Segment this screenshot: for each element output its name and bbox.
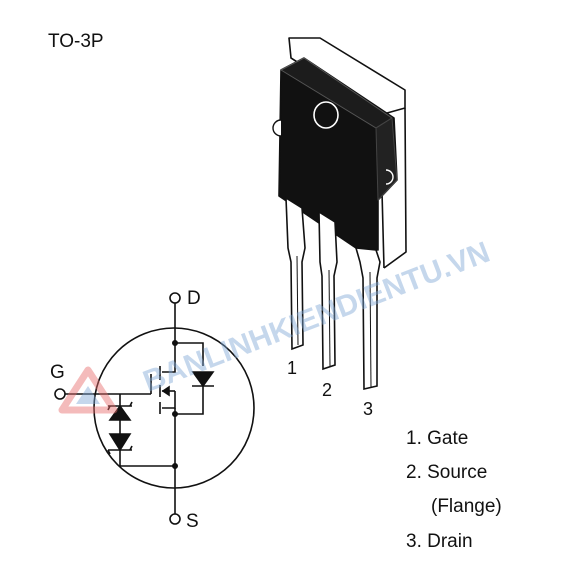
- drain-label: D: [187, 288, 201, 309]
- lead-1: [285, 196, 306, 351]
- legend-gate: 1. Gate: [406, 428, 468, 449]
- watermark-text: BANLINHKIENDIENTU.VN: [139, 236, 495, 399]
- watermark-logo-icon: [58, 366, 118, 414]
- gate-label: G: [50, 362, 65, 383]
- lead-2: [318, 210, 338, 371]
- drain-terminal: [169, 292, 181, 304]
- lead-3: [354, 247, 381, 391]
- source-terminal: [169, 513, 181, 525]
- legend-source: 2. Source: [406, 462, 487, 483]
- mosfet-symbol: [54, 292, 255, 525]
- gate-terminal: [54, 388, 66, 400]
- pin-legend: 1. Gate 2. Source (Flange) 3. Drain: [406, 428, 502, 552]
- body-diode: [191, 371, 215, 388]
- package-title: TO-3P: [48, 31, 104, 52]
- pin-number-2: 2: [322, 380, 332, 400]
- watermark: BANLINHKIENDIENTU.VN: [58, 236, 495, 414]
- legend-drain: 3. Drain: [406, 531, 473, 552]
- source-label: S: [186, 511, 199, 532]
- legend-flange: (Flange): [431, 496, 502, 517]
- package-leads: [285, 196, 381, 391]
- pin-number-3: 3: [363, 399, 373, 419]
- mounting-hole: [313, 101, 339, 129]
- zener-diode-lower: [108, 433, 132, 452]
- to3p-package: [272, 37, 407, 269]
- pin-number-1: 1: [287, 358, 297, 378]
- symbol-circle: [93, 327, 255, 489]
